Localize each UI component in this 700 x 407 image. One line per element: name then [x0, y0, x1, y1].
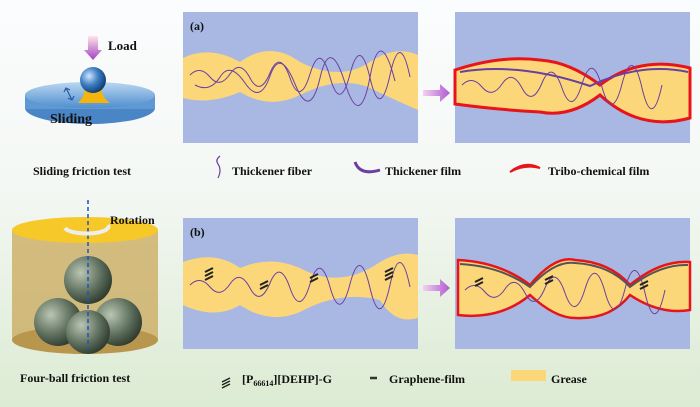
panel-b-label: (b): [190, 225, 205, 239]
load-label: Load: [108, 38, 138, 53]
arrow-right-icon: [423, 84, 450, 102]
panel-a-label: (a): [190, 19, 204, 33]
legend-additive: [P66614][DEHP]-G: [242, 372, 332, 388]
legend-tribo-film: Tribo-chemical film: [548, 164, 649, 178]
thickener-fiber-icon: [216, 155, 221, 179]
legend-thickener-fiber: Thickener fiber: [232, 164, 313, 178]
load-arrow-icon: [84, 36, 102, 60]
legend-thickener-film: Thickener film: [385, 164, 461, 178]
sliding-test-illustration: Load Sliding Sliding friction test: [25, 36, 155, 178]
sliding-test-caption: Sliding friction test: [33, 164, 131, 178]
grease-swatch: [511, 370, 546, 381]
sliding-arrow-icon: [63, 87, 75, 101]
legend-graphene-film: Graphene-film: [389, 372, 465, 386]
panel-b-after: [455, 218, 692, 349]
legend-grease: Grease: [551, 372, 587, 386]
ball: [80, 67, 106, 93]
panel-a-after: [453, 12, 692, 143]
thickener-film-icon: [353, 161, 381, 174]
panel-a-before: (a): [183, 12, 418, 143]
sliding-label: Sliding: [50, 112, 92, 127]
panel-b-before: (b): [183, 218, 418, 349]
arrow-right-icon: [423, 279, 450, 297]
rotation-label: Rotation: [110, 213, 155, 227]
legend-a: Thickener fiber Thickener film Tribo-che…: [216, 155, 649, 179]
legend-b: [P66614][DEHP]-G Graphene-film Grease: [221, 370, 587, 389]
additive-icon: [221, 377, 231, 389]
four-ball-caption: Four-ball friction test: [20, 371, 130, 385]
tribo-film-icon: [509, 163, 541, 173]
rotation-arrow-icon: [63, 223, 111, 236]
four-ball-illustration: Rotation Four-ball friction test: [12, 200, 158, 385]
